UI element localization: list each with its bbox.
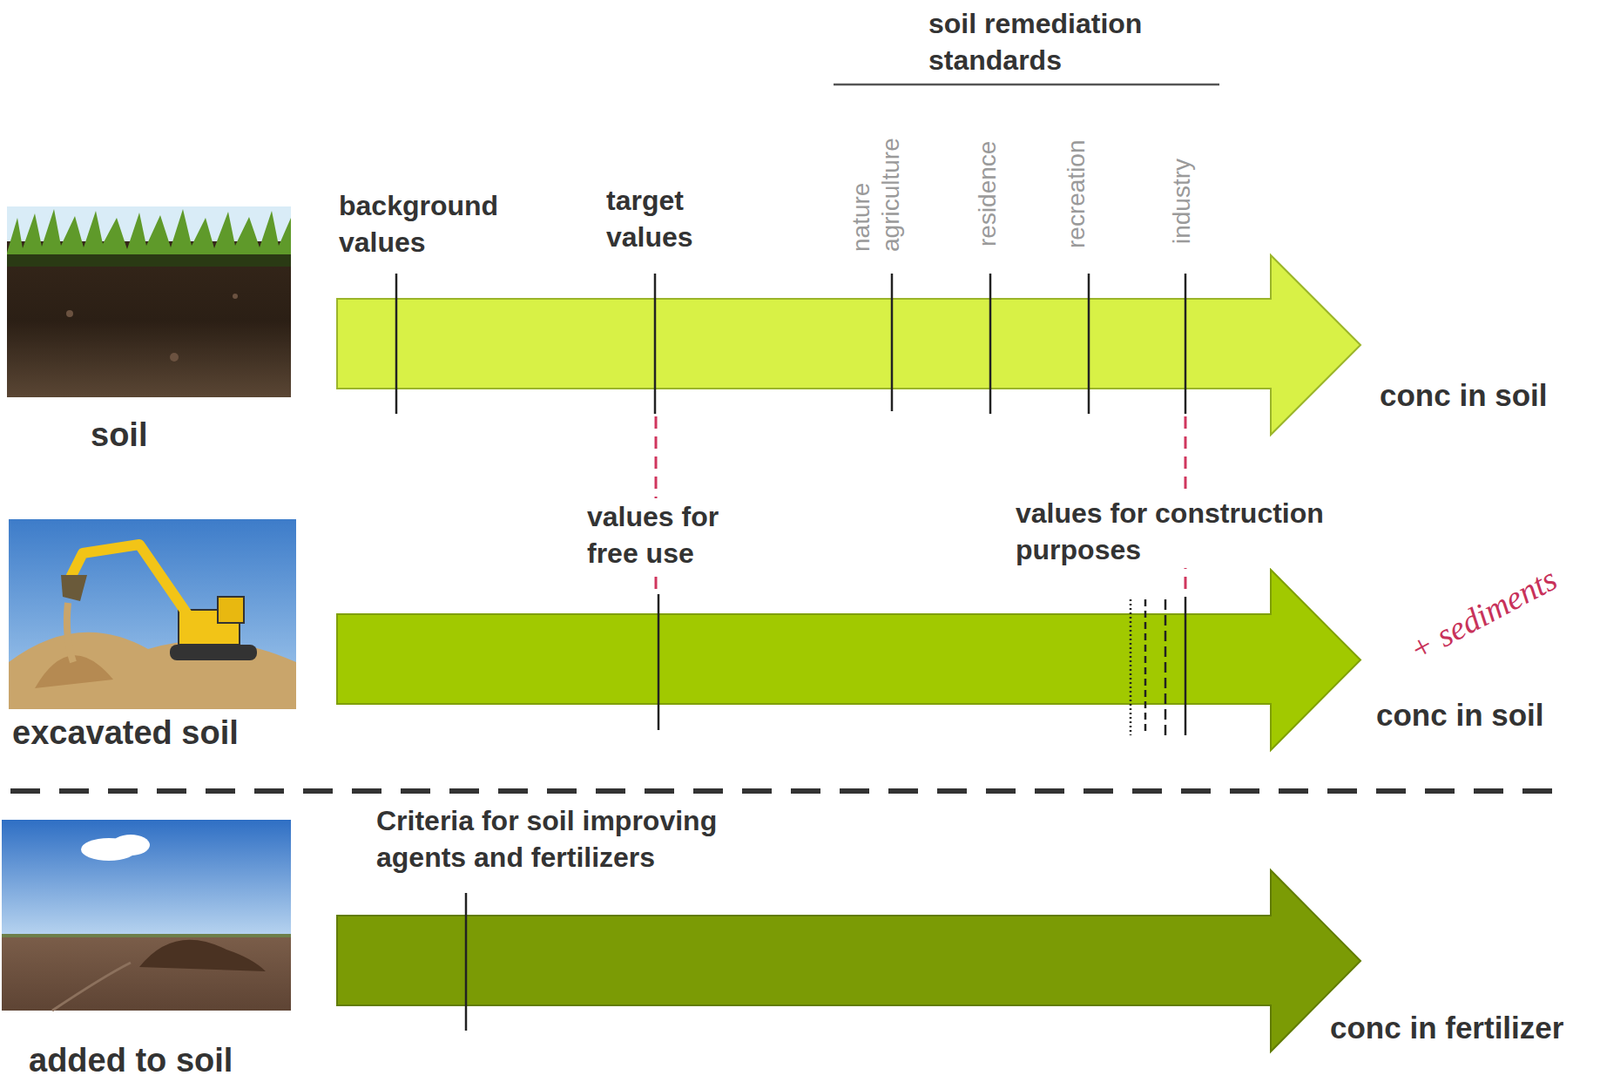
excavated-soil-arrow: conc in soil xyxy=(337,569,1361,750)
land-use-label: industry xyxy=(1167,158,1197,244)
arrow-shape xyxy=(337,255,1361,435)
soil-photo xyxy=(6,206,291,398)
fertilizer-arrow: conc in fertilizer xyxy=(337,870,1361,1052)
arrow-shape xyxy=(337,569,1361,750)
soil-ticks xyxy=(396,273,1186,414)
threshold-label: values for free use xyxy=(587,498,766,572)
arrow-outline xyxy=(337,870,1361,1052)
field-photo xyxy=(1,819,291,1011)
image-caption: soil xyxy=(90,414,265,455)
excavated-ticks xyxy=(658,594,1186,736)
axis-label: conc in soil xyxy=(1379,377,1548,414)
land-use-label: nature agriculture xyxy=(846,132,906,252)
bracket-line xyxy=(833,83,1220,87)
axis-label: conc in fertilizer xyxy=(1329,1009,1564,1047)
image-caption: added to soil xyxy=(28,1041,233,1079)
axis-label: conc in soil xyxy=(1376,696,1545,734)
fertilizer-tick xyxy=(465,892,468,1031)
threshold-label: background values xyxy=(338,187,548,261)
handwritten-note: + sediments xyxy=(1402,559,1563,669)
arrow-outline xyxy=(337,255,1361,435)
threshold-label: values for construction purposes xyxy=(1015,494,1326,568)
image-caption: excavated soil xyxy=(12,712,239,753)
threshold-label: Criteria for soil improving agents and f… xyxy=(376,802,769,876)
arrow-outline xyxy=(337,569,1361,750)
excavator-photo xyxy=(8,519,297,709)
land-use-label: recreation xyxy=(1061,139,1092,249)
separator-line xyxy=(10,788,1561,794)
soil-arrow: conc in soil xyxy=(337,255,1361,435)
threshold-label: target values xyxy=(606,182,755,256)
arrow-shape xyxy=(337,870,1361,1052)
land-use-label: residence xyxy=(972,141,1003,247)
group-heading: soil remediation standards xyxy=(928,5,1208,79)
